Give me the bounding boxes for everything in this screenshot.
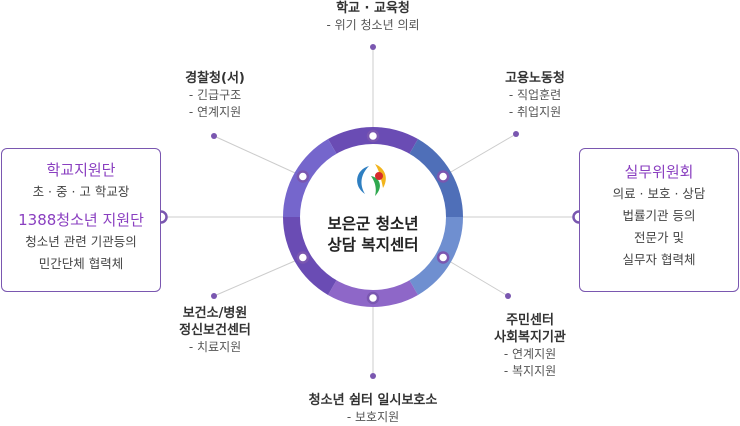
node-health-title-2: 정신보건센터 (179, 323, 251, 338)
ring-segment-upper-left (283, 139, 337, 217)
node-labor-title: 고용노동청 (505, 71, 565, 86)
node-school: 학교 · 교육청 - 위기 청소년 의뢰 (303, 0, 443, 34)
ring-dot-community (436, 251, 450, 264)
end-dot-community (505, 293, 511, 299)
node-school-item: - 위기 청소년 의뢰 (326, 18, 420, 32)
logo-icon (357, 164, 386, 196)
right-box-line-1: 의료 · 보호 · 상담 (612, 186, 706, 201)
node-police-item-1: - 긴급구조 (188, 88, 242, 102)
connector-police (213, 135, 304, 177)
center-circle (300, 144, 446, 290)
node-labor: 고용노동청 - 직업훈련 - 취업지원 (475, 70, 595, 121)
ring-dot-shelter (366, 291, 380, 305)
connector-health (213, 257, 304, 297)
left-box-line-2: 청소년 관련 기관등의 (25, 234, 137, 249)
node-police-item-2: - 연계지원 (188, 105, 242, 119)
ring-dot-school (366, 129, 380, 143)
node-shelter: 청소년 쉼터 일시보호소 - 보호지원 (283, 392, 463, 426)
center-title-line1: 보은군 청소년 (327, 215, 419, 233)
node-labor-item-1: - 직업훈련 (508, 88, 562, 102)
end-dot-labor (513, 131, 519, 137)
node-health-title-1: 보건소/병원 (182, 306, 248, 321)
node-labor-item-2: - 취업지원 (508, 105, 562, 119)
left-box-line-3: 민간단체 협력체 (38, 256, 124, 271)
ring-segment-lower-right (409, 217, 463, 295)
end-dot-shelter (370, 373, 376, 379)
connector-community (442, 257, 509, 297)
node-shelter-title: 청소년 쉼터 일시보호소 (308, 393, 438, 408)
right-box-line-3: 전문가 및 (634, 230, 684, 245)
node-community: 주민센터 사회복지기관 - 연계지원 - 복지지원 (465, 312, 595, 380)
ring-dot-labor (436, 170, 450, 183)
connector-labor (442, 133, 517, 177)
center-title: 보은군 청소년 상담 복지센터 (298, 214, 448, 256)
end-dot-health (211, 293, 217, 299)
node-police: 경찰청(서) - 긴급구조 - 연계지원 (155, 70, 275, 121)
right-box-line-2: 법률기관 등의 (622, 208, 696, 223)
ring-dot-health (296, 251, 310, 264)
connector-lines (161, 47, 579, 376)
left-info-box: 학교지원단 초 · 중 · 고 학교장 1388청소년 지원단 청소년 관련 기… (1, 148, 161, 292)
left-box-heading-1: 학교지원단 (46, 161, 116, 179)
end-dot-school (370, 44, 376, 50)
node-health-item: - 치료지원 (188, 340, 242, 354)
left-box-heading-2: 1388청소년 지원단 (18, 211, 144, 229)
right-box-line-4: 실무자 협력체 (622, 252, 696, 267)
right-box-heading: 실무위원회 (624, 163, 694, 181)
left-box-line-1: 초 · 중 · 고 학교장 (32, 184, 130, 199)
ring-segment-upper-right (409, 139, 463, 217)
node-community-title-1: 주민센터 (506, 313, 554, 328)
node-community-title-2: 사회복지기관 (494, 330, 566, 345)
ring-dots (296, 129, 450, 305)
right-info-box: 실무위원회 의료 · 보호 · 상담 법률기관 등의 전문가 및 실무자 협력체 (579, 148, 739, 292)
node-police-title: 경찰청(서) (185, 71, 245, 86)
node-health: 보건소/병원 정신보건센터 - 치료지원 (150, 305, 280, 356)
node-community-item-2: - 복지지원 (503, 364, 557, 378)
node-shelter-item: - 보호지원 (346, 410, 400, 424)
ring-segment-lower-left (283, 217, 337, 295)
node-community-item-1: - 연계지원 (503, 347, 557, 361)
ring-dot-police (296, 170, 310, 183)
node-school-title: 학교 · 교육청 (336, 1, 410, 16)
end-dot-police (211, 133, 217, 139)
center-title-line2: 상담 복지센터 (327, 236, 419, 254)
